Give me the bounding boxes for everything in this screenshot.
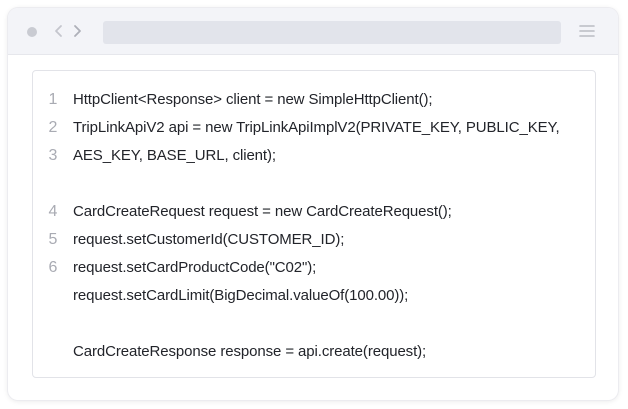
chevron-left-icon[interactable] (52, 22, 66, 40)
code-text: CardCreateResponse response = api.create… (73, 343, 427, 360)
code-line: 3 AES_KEY, BASE_URL, client); (33, 142, 595, 170)
line-number: 5 (48, 231, 58, 248)
address-bar[interactable] (103, 21, 561, 44)
code-line: 5 request.setCustomerId(CUSTOMER_ID); (33, 226, 595, 254)
line-number: 6 (48, 259, 58, 276)
window-dot-icon[interactable] (27, 27, 37, 37)
code-text: HttpClient<Response> client = new Simple… (73, 91, 433, 108)
code-text: TripLinkApiV2 api = new TripLinkApiImplV… (73, 119, 560, 136)
code-line: request.setCardLimit(BigDecimal.valueOf(… (33, 282, 595, 310)
code-line: CardCreateResponse response = api.create… (33, 338, 595, 366)
line-number: 4 (48, 203, 58, 220)
title-bar (8, 8, 618, 55)
code-line: 6 request.setCardProductCode("C02"); (33, 254, 595, 282)
code-text: request.setCardLimit(BigDecimal.valueOf(… (73, 287, 409, 304)
line-number: 3 (48, 147, 58, 164)
code-block: 1 HttpClient<Response> client = new Simp… (32, 70, 596, 378)
code-text: request.setCardProductCode("C02"); (73, 259, 317, 276)
code-line: 4 CardCreateRequest request = new CardCr… (33, 198, 595, 226)
code-line: 2 TripLinkApiV2 api = new TripLinkApiImp… (33, 114, 595, 142)
line-number: 2 (48, 119, 58, 136)
code-text: request.setCustomerId(CUSTOMER_ID); (73, 231, 345, 248)
code-text: AES_KEY, BASE_URL, client); (73, 147, 276, 164)
browser-window: 1 HttpClient<Response> client = new Simp… (8, 8, 618, 400)
hamburger-menu-icon[interactable] (579, 24, 595, 38)
code-line (33, 310, 595, 338)
code-text: CardCreateRequest request = new CardCrea… (73, 203, 452, 220)
code-line: 1 HttpClient<Response> client = new Simp… (33, 86, 595, 114)
chevron-right-icon[interactable] (70, 22, 84, 40)
code-line (33, 170, 595, 198)
line-number: 1 (48, 91, 58, 108)
